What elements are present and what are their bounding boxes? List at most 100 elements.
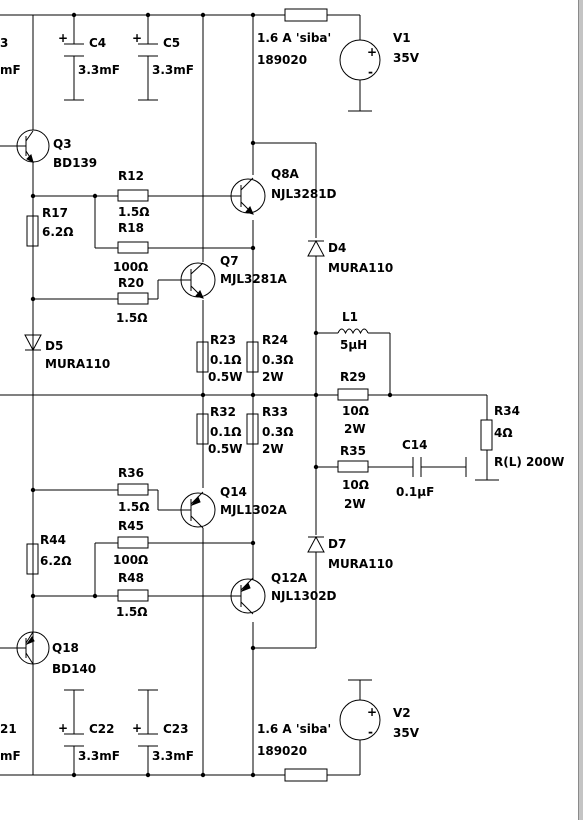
label-q7: Q7: [220, 254, 239, 268]
value-r44: 6.2Ω: [40, 554, 71, 568]
label-c23: C23: [163, 722, 189, 736]
value-r34: 4Ω: [494, 426, 513, 440]
label-q3: Q3: [53, 137, 72, 151]
transistor-q3: [16, 129, 50, 163]
cut-label-bottom-1: 21: [0, 722, 17, 736]
part-q14: MJL1302A: [220, 503, 287, 517]
power-r33: 2W: [262, 442, 284, 456]
label-c4: C4: [89, 36, 106, 50]
cut-label-bottom-2: mF: [0, 749, 21, 763]
label-c5: C5: [163, 36, 180, 50]
part-fuse-2: 189020: [257, 744, 307, 758]
value-c14: 0.1μF: [396, 485, 434, 499]
resistor-r24: [246, 341, 259, 373]
fuse-f1: [284, 8, 328, 22]
resistor-r12: [117, 189, 149, 202]
transistor-q7: [180, 262, 216, 299]
label-fuse-1: 1.6 A 'siba': [257, 31, 331, 45]
value-r18: 100Ω: [113, 260, 148, 274]
label-d7: D7: [328, 537, 346, 551]
junctions: [30, 12, 393, 778]
transistor-q14: [180, 491, 216, 529]
label-d4: D4: [328, 241, 346, 255]
v2-plus-sign: +: [367, 705, 377, 719]
value-r17: 6.2Ω: [42, 225, 73, 239]
resistor-r34: [480, 419, 493, 451]
value-r32: 0.1Ω: [210, 425, 241, 439]
label-r32: R32: [210, 405, 236, 419]
polarity-mark: +: [58, 721, 68, 735]
label-r48: R48: [118, 571, 144, 585]
label-r20: R20: [118, 276, 144, 290]
resistor-r33: [246, 413, 259, 445]
value-r33: 0.3Ω: [262, 425, 293, 439]
wires: [0, 14, 499, 776]
capacitor-c14: [412, 457, 422, 477]
label-q18: Q18: [52, 641, 79, 655]
polarity-mark: +: [132, 31, 142, 45]
diode-d4: [307, 239, 325, 257]
resistor-r35: [337, 460, 369, 473]
value-r45: 100Ω: [113, 553, 148, 567]
part-q18: BD140: [52, 662, 96, 676]
part-r34: R(L) 200W: [494, 455, 564, 469]
value-v2: 35V: [393, 726, 420, 740]
label-d5: D5: [45, 339, 63, 353]
power-r23: 0.5W: [208, 370, 243, 384]
polarity-mark: +: [58, 31, 68, 45]
label-r33: R33: [262, 405, 288, 419]
v1-plus-sign: +: [367, 45, 377, 59]
capacitor-c5: +: [132, 31, 158, 57]
transistor-q18: [16, 631, 50, 665]
label-r36: R36: [118, 466, 144, 480]
part-d4: MURA110: [328, 261, 393, 275]
resistor-r44: [26, 543, 39, 575]
cut-label-top-2: mF: [0, 63, 21, 77]
diode-d7: [307, 535, 325, 553]
part-fuse-1: 189020: [257, 53, 307, 67]
label-q14: Q14: [220, 485, 247, 499]
label-r18: R18: [118, 221, 144, 235]
label-r29: R29: [340, 370, 366, 384]
resistor-r48: [117, 589, 149, 602]
value-l1: 5μH: [340, 338, 367, 352]
label-q12a: Q12A: [271, 571, 308, 585]
resistor-r17: [26, 215, 39, 247]
power-r35: 2W: [344, 497, 366, 511]
part-q8a: NJL3281D: [271, 187, 337, 201]
value-r48: 1.5Ω: [116, 605, 147, 619]
capacitor-c22: +: [58, 721, 84, 747]
value-c4: 3.3mF: [78, 63, 120, 77]
part-q3: BD139: [53, 156, 97, 170]
value-r29: 10Ω: [342, 404, 369, 418]
label-l1: L1: [342, 310, 358, 324]
resistor-r20: [117, 292, 149, 305]
value-r12: 1.5Ω: [118, 205, 149, 219]
value-r24: 0.3Ω: [262, 353, 293, 367]
label-c14: C14: [402, 438, 428, 452]
label-r45: R45: [118, 519, 144, 533]
value-r36: 1.5Ω: [118, 500, 149, 514]
component-labels: 3 mF C4 3.3mF C5 3.3mF 1.6 A 'siba' 1890…: [0, 31, 564, 763]
value-r35: 10Ω: [342, 478, 369, 492]
label-v2: V2: [393, 706, 411, 720]
capacitor-c23: +: [132, 721, 158, 747]
value-c5: 3.3mF: [152, 63, 194, 77]
value-r20: 1.5Ω: [116, 311, 147, 325]
inductor-l1: [337, 328, 369, 335]
label-r23: R23: [210, 333, 236, 347]
value-c22: 3.3mF: [78, 749, 120, 763]
part-d5: MURA110: [45, 357, 110, 371]
resistor-r45: [117, 536, 149, 549]
voltage-source-v1: + -: [339, 39, 381, 81]
label-c22: C22: [89, 722, 115, 736]
part-q12a: NJL1302D: [271, 589, 337, 603]
cut-label-top-1: 3: [0, 36, 8, 50]
transistor-q8a: [230, 177, 266, 215]
polarity-mark: +: [132, 721, 142, 735]
label-r44: R44: [40, 533, 66, 547]
label-r35: R35: [340, 444, 366, 458]
resistor-r29: [337, 388, 369, 401]
resistor-r36: [117, 483, 149, 496]
